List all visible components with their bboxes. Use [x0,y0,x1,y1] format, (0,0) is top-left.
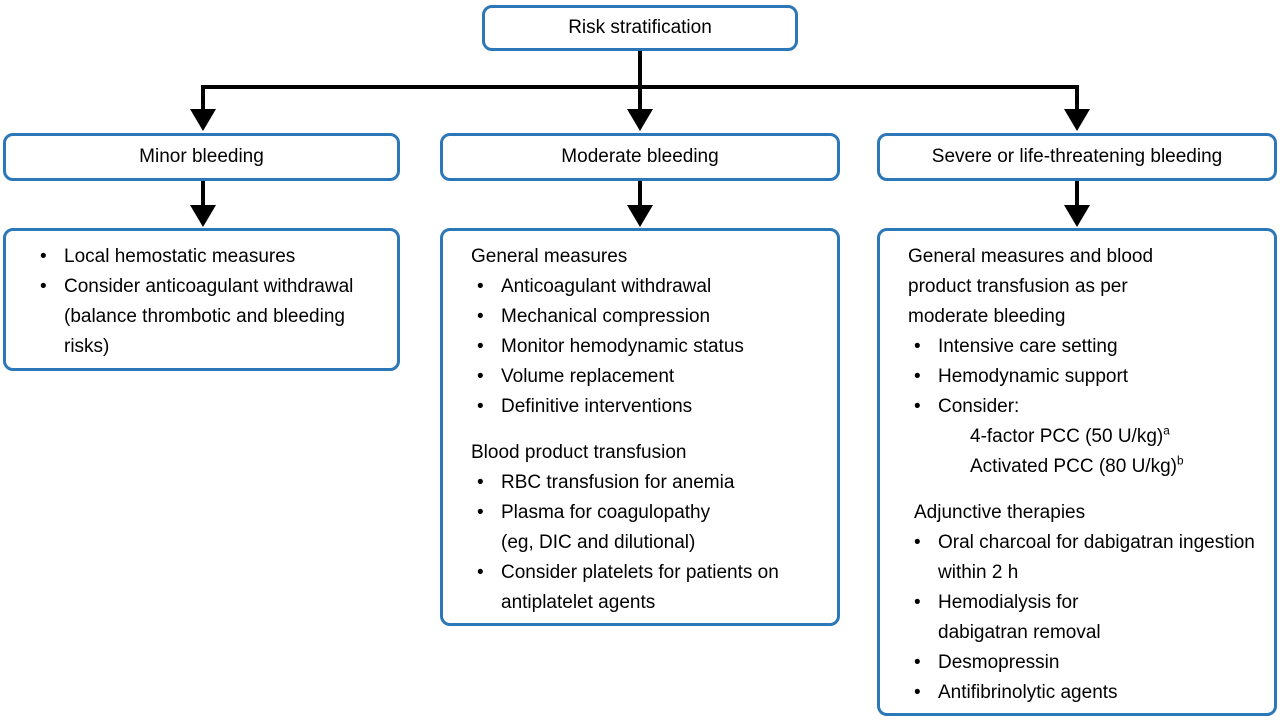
arrow-down-icon [627,109,653,131]
detail-box-minor: Local hemostatic measures Consider antic… [3,228,400,371]
section-minor-measures: Local hemostatic measures Consider antic… [6,242,385,362]
list-item: Desmopressin [880,648,1262,678]
footnote-marker: a [1163,424,1170,438]
list-item: Consider: [880,392,1262,422]
list-item: Definitive interventions [443,392,825,422]
pcc-option: 4-factor PCC (50 U/kg)a [880,422,1262,452]
section-heading: Adjunctive therapies [914,502,1086,523]
arrow-down-icon [190,205,216,227]
list-item: Consider anticoagulant withdrawal (balan… [6,272,359,362]
section-heading: Blood product transfusion [471,442,687,463]
list-item: Monitor hemodynamic status [443,332,825,362]
list-item: Oral charcoal for dabigatran ingestion w… [880,528,1262,588]
detail-box-severe: General measures and blood product trans… [877,228,1277,716]
list-item: Plasma for coagulopathy (eg, DIC and dil… [443,498,729,558]
list-item: Consider platelets for patients on antip… [443,558,825,618]
list-item: Hemodynamic support [880,362,1262,392]
option-text: 4-factor PCC (50 U/kg) [970,426,1164,447]
node-moderate-bleeding: Moderate bleeding [440,133,840,181]
list-item: Mechanical compression [443,302,825,332]
section-blood-product-transfusion: Blood product transfusion RBC transfusio… [443,438,825,618]
node-risk-stratification: Risk stratification [482,5,798,51]
node-severe-bleeding: Severe or life-threatening bleeding [877,133,1277,181]
section-heading: General measures and blood product trans… [908,246,1154,327]
section-general-measures: General measures Anticoagulant withdrawa… [443,242,825,422]
node-label: Moderate bleeding [561,146,719,167]
list-item: Local hemostatic measures [6,242,385,272]
option-text: Activated PCC (80 U/kg) [970,456,1177,477]
section-general-and-transfusion: General measures and blood product trans… [880,242,1262,482]
list-item: Hemodialysis for dabigatran removal [880,588,1138,648]
list-item: RBC transfusion for anemia [443,468,825,498]
node-label: Risk stratification [568,17,712,38]
pcc-option: Activated PCC (80 U/kg)b [880,452,1262,482]
section-heading: General measures [471,246,628,267]
list-item: Antifibrinolytic agents [880,678,1262,708]
node-label: Minor bleeding [139,146,264,167]
arrow-down-icon [190,109,216,131]
list-item: Anticoagulant withdrawal [443,272,825,302]
node-label: Severe or life-threatening bleeding [931,146,1223,167]
arrow-down-icon [1064,109,1090,131]
list-item: Volume replacement [443,362,825,392]
footnote-marker: b [1176,454,1184,468]
detail-box-moderate: General measures Anticoagulant withdrawa… [440,228,840,626]
arrow-down-icon [627,205,653,227]
list-item: Intensive care setting [880,332,1262,362]
section-adjunctive-therapies: Adjunctive therapies Oral charcoal for d… [880,498,1262,708]
arrow-down-icon [1064,205,1090,227]
node-minor-bleeding: Minor bleeding [3,133,400,181]
